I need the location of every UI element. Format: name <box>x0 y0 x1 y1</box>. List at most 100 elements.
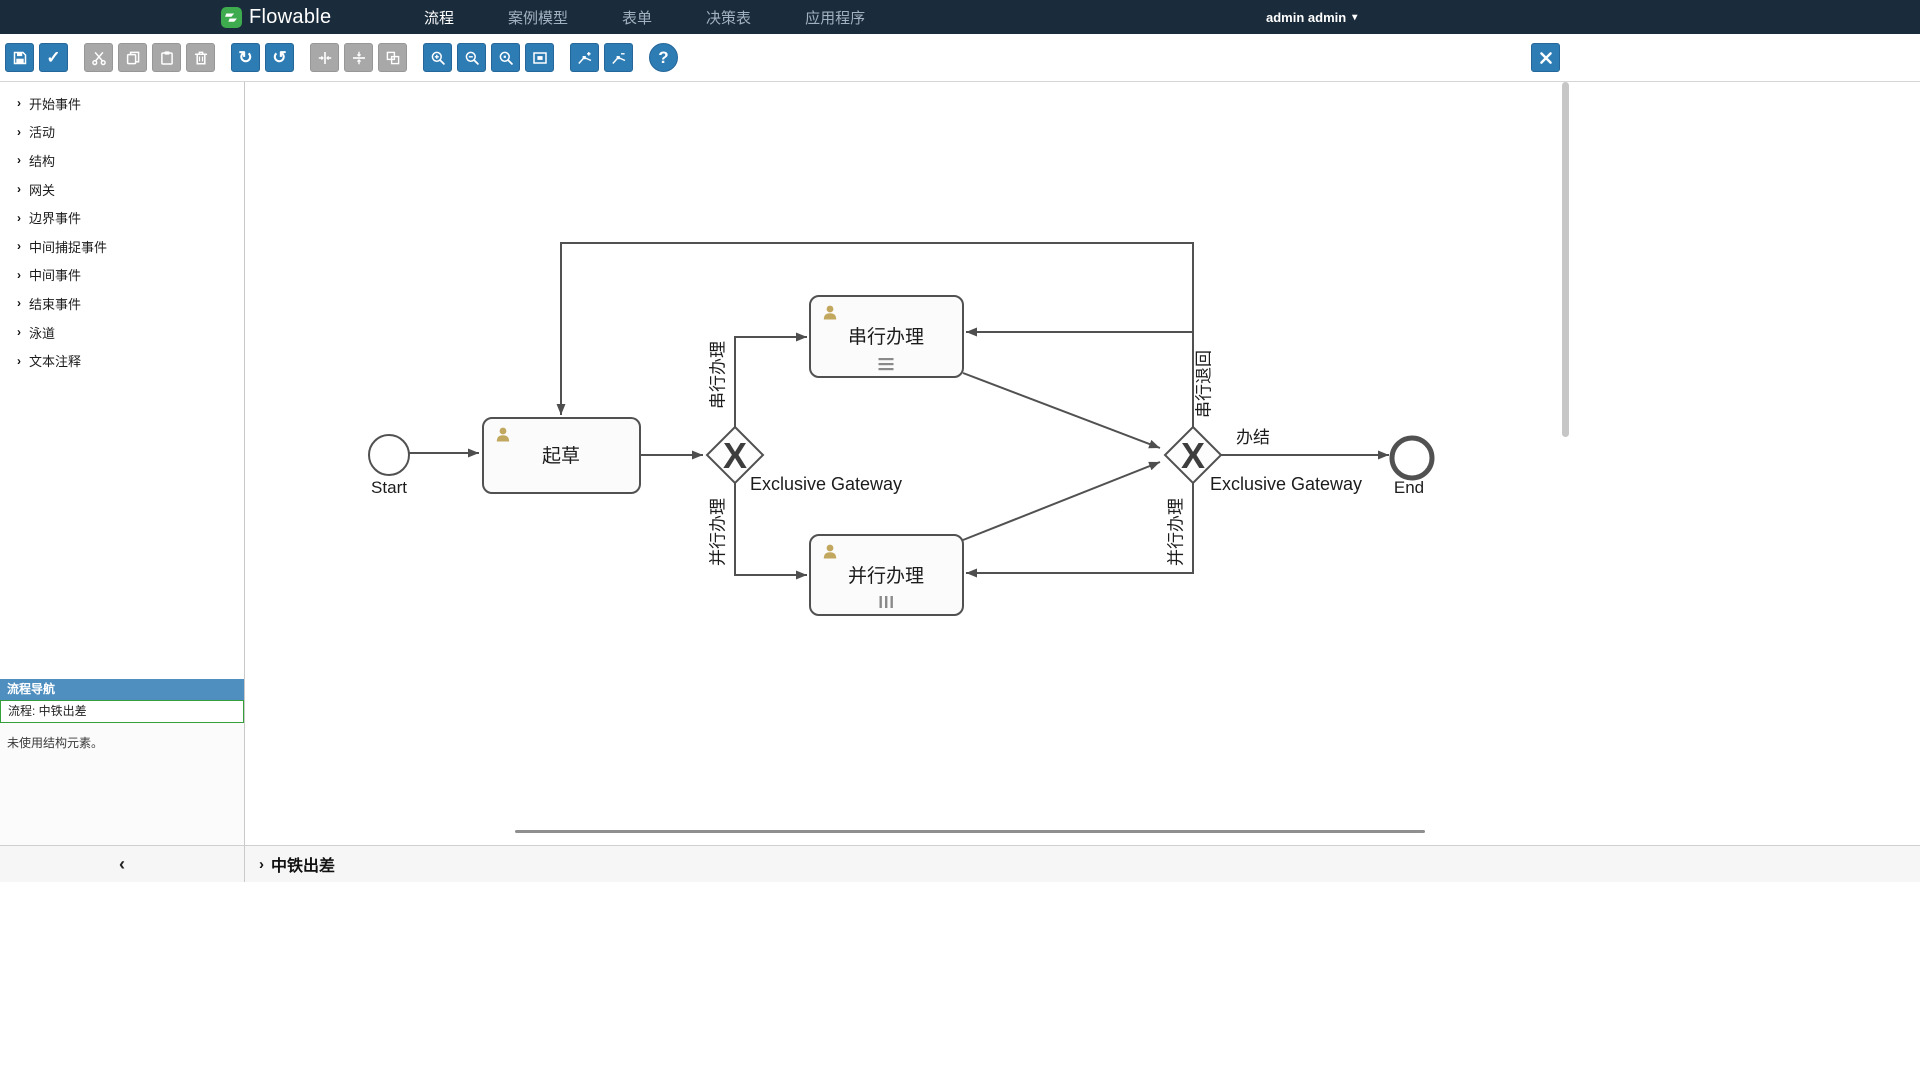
vertical-scrollbar[interactable] <box>1562 82 1569 437</box>
palette-section-label: 边界事件 <box>29 211 82 227</box>
caret-down-icon: ▾ <box>1352 11 1358 23</box>
shape-palette-sidebar: ›开始事件 ›活动 ›结构 ›网关 ›边界事件 ›中间捕捉事件 ›中间事件 ›结… <box>0 82 245 845</box>
end-event-node[interactable]: End <box>1389 435 1435 497</box>
exclusive-gateway2-node[interactable]: X Exclusive Gateway <box>1163 425 1362 494</box>
undo-button[interactable]: ↺ <box>265 43 294 72</box>
palette-section-gateways[interactable]: ›网关 <box>0 175 244 204</box>
save-button[interactable] <box>5 43 34 72</box>
nav-item-case-models[interactable]: 案例模型 <box>508 9 569 27</box>
exclusive-marker: X <box>723 435 747 476</box>
palette-section-list: ›开始事件 ›活动 ›结构 ›网关 ›边界事件 ›中间捕捉事件 ›中间事件 ›结… <box>0 82 244 375</box>
zoom-in-button[interactable] <box>423 43 452 72</box>
chevron-right-icon: › <box>17 153 21 168</box>
edge-gateway1-to-parallel[interactable] <box>734 483 807 580</box>
task-draft-node[interactable]: 起草 <box>482 417 641 494</box>
palette-section-label: 文本注释 <box>29 354 82 370</box>
palette-section-text-annotation[interactable]: ›文本注释 <box>0 346 244 375</box>
scissors-icon <box>91 51 106 65</box>
validate-button[interactable]: ✓ <box>39 43 68 72</box>
palette-section-intermediate-catching-events[interactable]: ›中间捕捉事件 <box>0 232 244 261</box>
palette-section-label: 开始事件 <box>29 96 82 112</box>
user-menu[interactable]: admin admin ▾ <box>1266 0 1357 34</box>
toolbar-group-bendpoints <box>570 43 633 72</box>
remove-bendpoint-button[interactable] <box>604 43 633 72</box>
nav-item-processes[interactable]: 流程 <box>424 9 455 27</box>
palette-section-label: 网关 <box>29 182 56 198</box>
check-icon: ✓ <box>46 48 61 67</box>
delete-button[interactable] <box>186 43 215 72</box>
nav-item-forms[interactable]: 表单 <box>622 9 653 27</box>
distribute-horizontal-icon <box>318 51 331 64</box>
edge-serial-to-gateway2[interactable] <box>962 372 1161 449</box>
chevron-right-icon: › <box>17 325 21 340</box>
toolbar-group-align <box>310 43 407 72</box>
palette-section-activities[interactable]: › 活动 <box>0 118 244 147</box>
palette-section-structure[interactable]: › 结构 <box>0 146 244 175</box>
diagram-canvas[interactable]: 串行办理 并行办理 串行退回 并行办理 办结 Start 起草 <box>246 82 1920 845</box>
task-serial-label: 串行办理 <box>848 326 924 348</box>
toolbar-group-clipboard <box>84 43 215 72</box>
process-title-bar[interactable]: › 中铁出差 <box>245 846 1920 882</box>
task-parallel-node[interactable]: 并行办理 <box>809 534 964 616</box>
same-size-button[interactable] <box>378 43 407 72</box>
sidebar-collapse-button[interactable]: ‹ <box>113 854 131 874</box>
edge-labels: 串行办理 并行办理 串行退回 并行办理 办结 <box>709 341 1271 566</box>
paste-icon <box>160 50 173 65</box>
add-bendpoint-button[interactable] <box>570 43 599 72</box>
exclusive-gateway1-node[interactable]: X Exclusive Gateway <box>705 425 902 494</box>
palette-section-label: 中间事件 <box>29 268 82 284</box>
edge-gateway2-return-serial[interactable] <box>966 327 1194 427</box>
horizontal-scrollbar[interactable] <box>515 830 1425 833</box>
palette-section-label: 泳道 <box>29 325 56 341</box>
paste-button[interactable] <box>152 43 181 72</box>
same-size-icon <box>386 51 399 64</box>
brand[interactable]: Flowable <box>221 0 331 34</box>
zoom-actual-button[interactable] <box>491 43 520 72</box>
cut-button[interactable] <box>84 43 113 72</box>
close-icon <box>1539 51 1552 64</box>
task-serial-node[interactable]: 串行办理 <box>809 295 964 378</box>
user-name: admin admin <box>1266 9 1347 25</box>
trash-icon <box>194 51 207 64</box>
zoom-actual-icon <box>499 51 513 65</box>
palette-section-intermediate-events[interactable]: › 中间事件 <box>0 261 244 290</box>
edge-gateway1-to-serial[interactable] <box>734 332 807 427</box>
palette-section-start-events[interactable]: ›开始事件 <box>0 89 244 118</box>
copy-button[interactable] <box>118 43 147 72</box>
edge-label-complete: 办结 <box>1236 428 1270 447</box>
chevron-right-icon: › <box>17 267 21 282</box>
chevron-right-icon: › <box>259 855 264 873</box>
help-button[interactable]: ? <box>649 43 678 72</box>
gateway1-label: Exclusive Gateway <box>750 474 902 494</box>
chevron-left-icon: ‹ <box>119 854 125 874</box>
palette-section-label: 中间捕捉事件 <box>29 239 108 255</box>
edge-gateway2-return-parallel[interactable] <box>966 483 1194 578</box>
palette-section-label: 活动 <box>29 125 56 141</box>
palette-section-end-events[interactable]: ›结束事件 <box>0 289 244 318</box>
zoom-out-icon <box>465 51 479 65</box>
chevron-right-icon: › <box>17 124 21 139</box>
user-task-icon <box>823 305 837 320</box>
palette-section-label: 结构 <box>29 153 56 169</box>
palette-section-boundary-events[interactable]: ›边界事件 <box>0 203 244 232</box>
nav-item-apps[interactable]: 应用程序 <box>805 9 866 27</box>
edge-parallel-to-gateway2[interactable] <box>962 461 1161 541</box>
distribute-vertical-button[interactable] <box>344 43 373 72</box>
edge-label-parallel-return: 并行办理 <box>1167 498 1186 566</box>
flowable-logo-icon <box>221 6 242 28</box>
copy-icon <box>126 51 139 64</box>
process-navigator: 流程导航 流程: 中铁出差 未使用结构元素。 <box>0 679 244 845</box>
sequential-multi-instance-icon <box>878 358 894 371</box>
palette-section-swimlanes[interactable]: › 泳道 <box>0 318 244 347</box>
start-event-node[interactable]: Start <box>368 434 410 497</box>
distribute-horizontal-button[interactable] <box>310 43 339 72</box>
zoom-fit-button[interactable] <box>525 43 554 72</box>
zoom-out-button[interactable] <box>457 43 486 72</box>
palette-section-label: 结束事件 <box>29 296 82 312</box>
redo-icon: ↻ <box>238 48 253 67</box>
redo-button[interactable]: ↻ <box>231 43 260 72</box>
close-editor-button[interactable] <box>1531 43 1560 72</box>
navigator-process-item[interactable]: 流程: 中铁出差 <box>0 700 244 723</box>
edge-gateway2-return-draft[interactable] <box>556 242 1194 427</box>
nav-item-decision-tables[interactable]: 决策表 <box>706 9 752 27</box>
